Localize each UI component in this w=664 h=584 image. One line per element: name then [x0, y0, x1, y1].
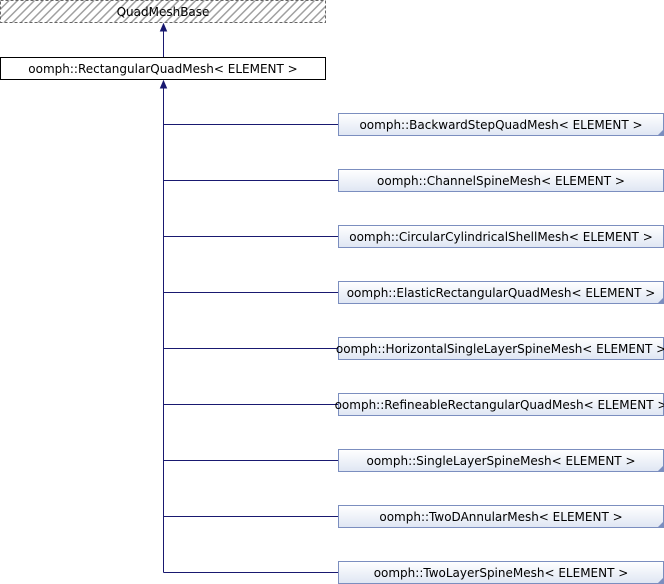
derived-class-node[interactable]: oomph::SingleLayerSpineMesh< ELEMENT > [338, 449, 664, 472]
edges [159, 22, 339, 573]
derived-class-node[interactable]: oomph::TwoLayerSpineMesh< ELEMENT > [338, 561, 664, 584]
more-indicator-icon [657, 521, 664, 528]
derived-class-node[interactable]: oomph::CircularCylindricalShellMesh< ELE… [338, 225, 664, 248]
derived-class-label: oomph::TwoDAnnularMesh< ELEMENT > [379, 510, 622, 524]
derived-class-node[interactable]: oomph::ElasticRectangularQuadMesh< ELEME… [338, 281, 664, 304]
base-class-box [0, 0, 326, 23]
parent-class-label: oomph::RectangularQuadMesh< ELEMENT > [28, 62, 297, 76]
derived-class-label: oomph::HorizontalSingleLayerSpineMesh< E… [336, 342, 664, 356]
derived-class-label: oomph::RefineableRectangularQuadMesh< EL… [335, 398, 664, 412]
derived-classes: oomph::BackwardStepQuadMesh< ELEMENT >oo… [335, 113, 664, 584]
more-indicator-icon [657, 577, 664, 584]
base-class-node[interactable]: QuadMeshBase [0, 0, 326, 23]
derived-class-node[interactable]: oomph::HorizontalSingleLayerSpineMesh< E… [336, 337, 664, 360]
derived-class-label: oomph::ChannelSpineMesh< ELEMENT > [377, 174, 625, 188]
arrowhead-base [159, 22, 168, 32]
base-class-label: QuadMeshBase [117, 5, 210, 19]
parent-class-box [0, 57, 326, 80]
derived-class-label: oomph::TwoLayerSpineMesh< ELEMENT > [374, 566, 629, 580]
derived-class-node[interactable]: oomph::RefineableRectangularQuadMesh< EL… [335, 393, 664, 416]
derived-class-node[interactable]: oomph::TwoDAnnularMesh< ELEMENT > [338, 505, 664, 528]
derived-class-node[interactable]: oomph::ChannelSpineMesh< ELEMENT > [338, 169, 664, 192]
more-indicator-icon [657, 297, 664, 304]
derived-class-label: oomph::ElasticRectangularQuadMesh< ELEME… [347, 286, 656, 300]
derived-class-label: oomph::CircularCylindricalShellMesh< ELE… [349, 230, 653, 244]
derived-class-label: oomph::SingleLayerSpineMesh< ELEMENT > [366, 454, 635, 468]
parent-class-node[interactable]: oomph::RectangularQuadMesh< ELEMENT > [0, 57, 326, 80]
derived-class-node[interactable]: oomph::BackwardStepQuadMesh< ELEMENT > [338, 113, 664, 136]
more-indicator-icon [657, 465, 664, 472]
derived-class-label: oomph::BackwardStepQuadMesh< ELEMENT > [359, 118, 642, 132]
more-indicator-icon [657, 129, 664, 136]
arrowhead-parent [159, 79, 168, 89]
